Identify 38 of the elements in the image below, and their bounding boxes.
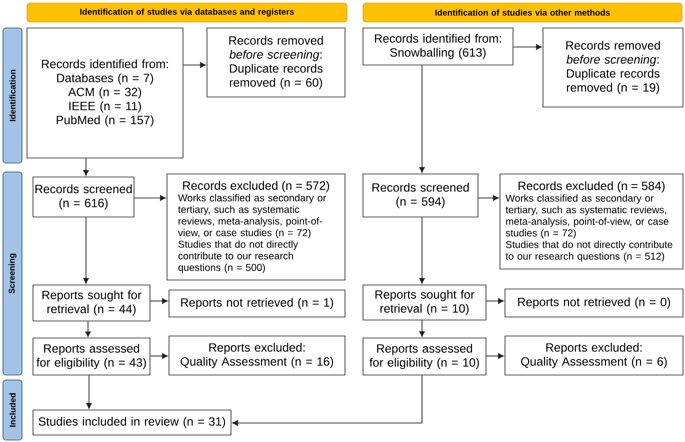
process-box: Studies included in review (n = 31) (32, 410, 232, 436)
process-box: Reports excluded: Quality Assessment (n = 6) (504, 336, 684, 376)
process-box: Reports excluded: Quality Assessment (n = 16) (168, 336, 346, 376)
arrow (83, 217, 89, 284)
arrow (150, 353, 168, 359)
process-box: Reports sought for retrieval (n = 10) (362, 284, 486, 320)
section-banner: Identification of studies via databases and registers (26, 2, 348, 22)
process-box: Records screened (n = 616) (32, 176, 134, 218)
process-box: Records screened (n = 594) (362, 174, 478, 218)
arrow (478, 195, 499, 201)
process-box: Records removed before screening: Duplicate records removed (n = 60) (206, 28, 346, 98)
arrow (486, 298, 504, 304)
arrow (86, 375, 92, 409)
arrow (419, 217, 425, 284)
process-box: Records excluded (n = 572) Works classified as secondary or tertiary, such as systematic reviews, meta-analysis, point-of-view, or case studies (n = 72) Studies that do not directly contribute to our research questions (n = 500) (166, 174, 346, 280)
arrow (419, 65, 425, 173)
section-banner: Identification of studies via other methods (362, 2, 682, 22)
process-box: Records identified from: Databases (n = 7) ACM (n = 32) IEEE (n = 11) PubMed (n = 157) (26, 28, 184, 158)
process-box: Records removed before screening: Duplicate records removed (n = 19) (542, 28, 684, 108)
process-box: Reports assessed for eligibility (n = 43) (32, 338, 150, 376)
arrow (513, 44, 542, 50)
arrow (486, 353, 504, 359)
process-box: Reports not retrieved (n = 1) (168, 290, 346, 318)
arrow (83, 158, 89, 176)
phase-band: Included (2, 380, 22, 440)
arrow (85, 321, 91, 337)
phase-band: Screening (2, 172, 22, 376)
arrow (183, 62, 206, 68)
arrow (232, 375, 422, 426)
process-box: Records excluded (n = 584) Works classified as secondary or tertiary, such as systematic reviews, meta-analysis, point-of-view, or case studies (n = 72) Studies that do not directly contribute to our research questions (n = 512) (500, 174, 684, 270)
process-box: Records identified from: Snowballing (613) (362, 28, 514, 66)
process-box: Reports assessed for eligibility (n = 10) (362, 338, 486, 376)
arrow (150, 298, 168, 304)
phase-band: Identification (2, 28, 22, 164)
process-box: Reports sought for retrieval (n = 44) (32, 284, 150, 322)
arrow (134, 195, 166, 201)
process-box: Reports not retrieved (n = 0) (504, 288, 684, 318)
arrow (419, 320, 425, 337)
